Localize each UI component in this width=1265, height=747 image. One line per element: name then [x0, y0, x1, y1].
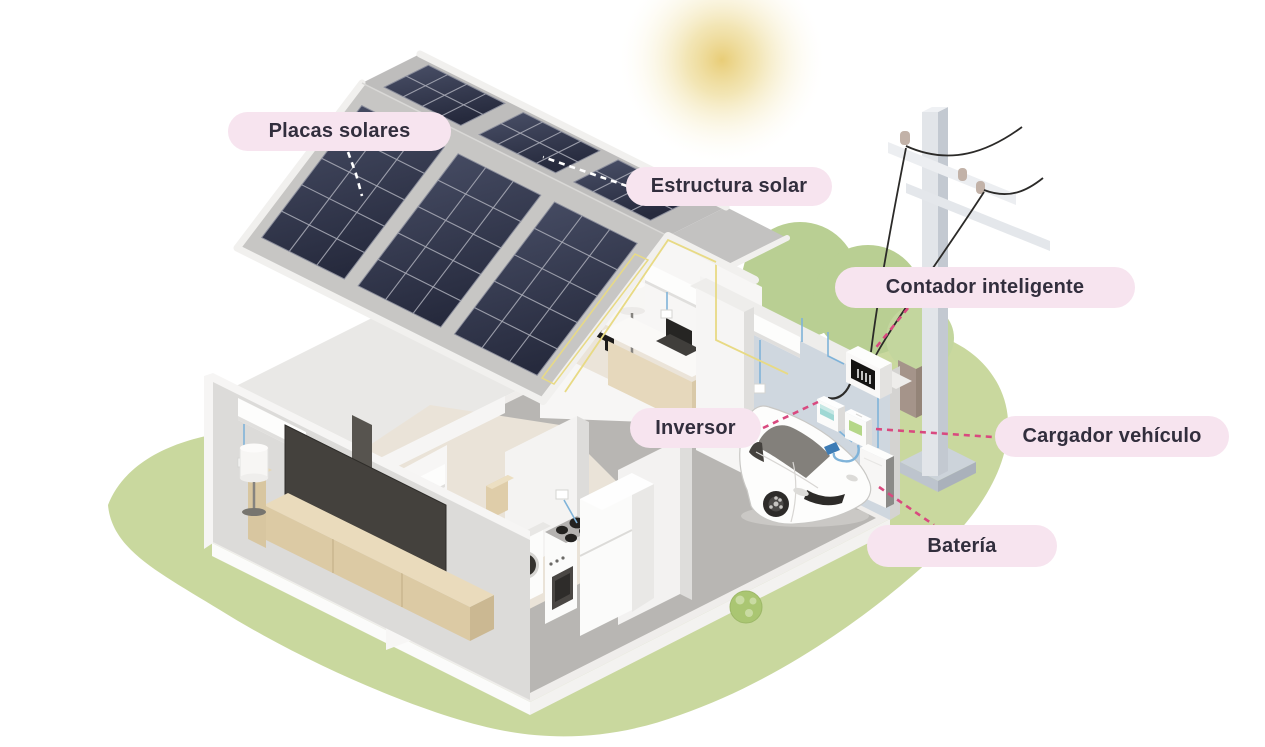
- power-lines: [905, 126, 1044, 195]
- headlight: [793, 487, 809, 497]
- leader-placas-solares: [346, 151, 364, 197]
- leader-estructura-solar: [542, 155, 628, 188]
- charging-plug: [824, 442, 840, 455]
- car: [739, 405, 872, 527]
- house: [204, 50, 912, 715]
- leader-contador: [872, 307, 910, 351]
- label-placas-solares: Placas solares: [228, 112, 451, 151]
- socket: [555, 489, 569, 500]
- ev-charger: [845, 409, 872, 448]
- solar-panel: [453, 201, 638, 376]
- label-contador-inteligente: Contador inteligente: [835, 267, 1135, 308]
- air-conditioner-garage: [750, 312, 800, 358]
- leader-cargador: [875, 427, 994, 439]
- label-cargador-vehiculo: Cargador vehículo: [995, 416, 1229, 457]
- air-conditioner-attic: [645, 262, 700, 319]
- grille: [804, 490, 845, 506]
- media-console: [264, 493, 494, 641]
- floor-lamp-living: [239, 443, 269, 516]
- headlight: [846, 474, 858, 482]
- sun-icon: [620, 0, 824, 162]
- laptop-icon: [656, 318, 700, 356]
- wheel: [763, 491, 789, 517]
- leader-lines-pink: [762, 307, 994, 527]
- label-bateria: Batería: [867, 525, 1057, 567]
- mounting-rail-highlight: [540, 253, 650, 385]
- inverter: [817, 396, 845, 432]
- windshield: [759, 425, 830, 478]
- smart-meter: [827, 346, 892, 400]
- roof-wire-yellow: [564, 238, 717, 393]
- ev-charging-cable: [824, 442, 860, 463]
- wiring-yellow: [715, 262, 789, 375]
- label-inversor: Inversor: [630, 408, 761, 448]
- leader-lines-white: [346, 151, 628, 197]
- garden-stone: [729, 590, 763, 624]
- label-estructura-solar: Estructura solar: [626, 167, 832, 206]
- socket: [753, 383, 766, 394]
- leader-bateria: [878, 485, 935, 527]
- gable-fascia: [539, 232, 759, 405]
- wall-cabinet: [486, 475, 514, 521]
- living-room: [204, 373, 530, 700]
- refrigerator: [579, 473, 654, 636]
